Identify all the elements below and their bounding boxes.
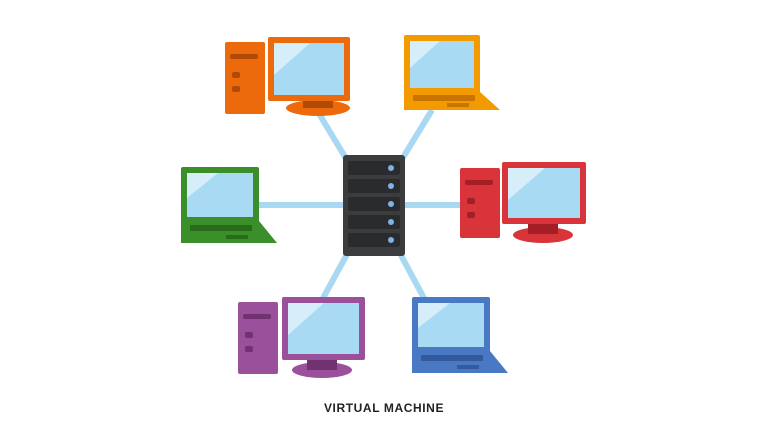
orange-desktop-computer-icon (225, 37, 350, 116)
diagram-caption: VIRTUAL MACHINE (323, 401, 445, 415)
server-rack-icon (343, 155, 405, 256)
red-desktop-computer-icon (460, 162, 586, 243)
green-laptop-icon (181, 167, 277, 243)
orange-laptop-icon (404, 35, 500, 110)
purple-desktop-computer-icon (238, 297, 365, 378)
blue-laptop-icon (412, 297, 508, 373)
